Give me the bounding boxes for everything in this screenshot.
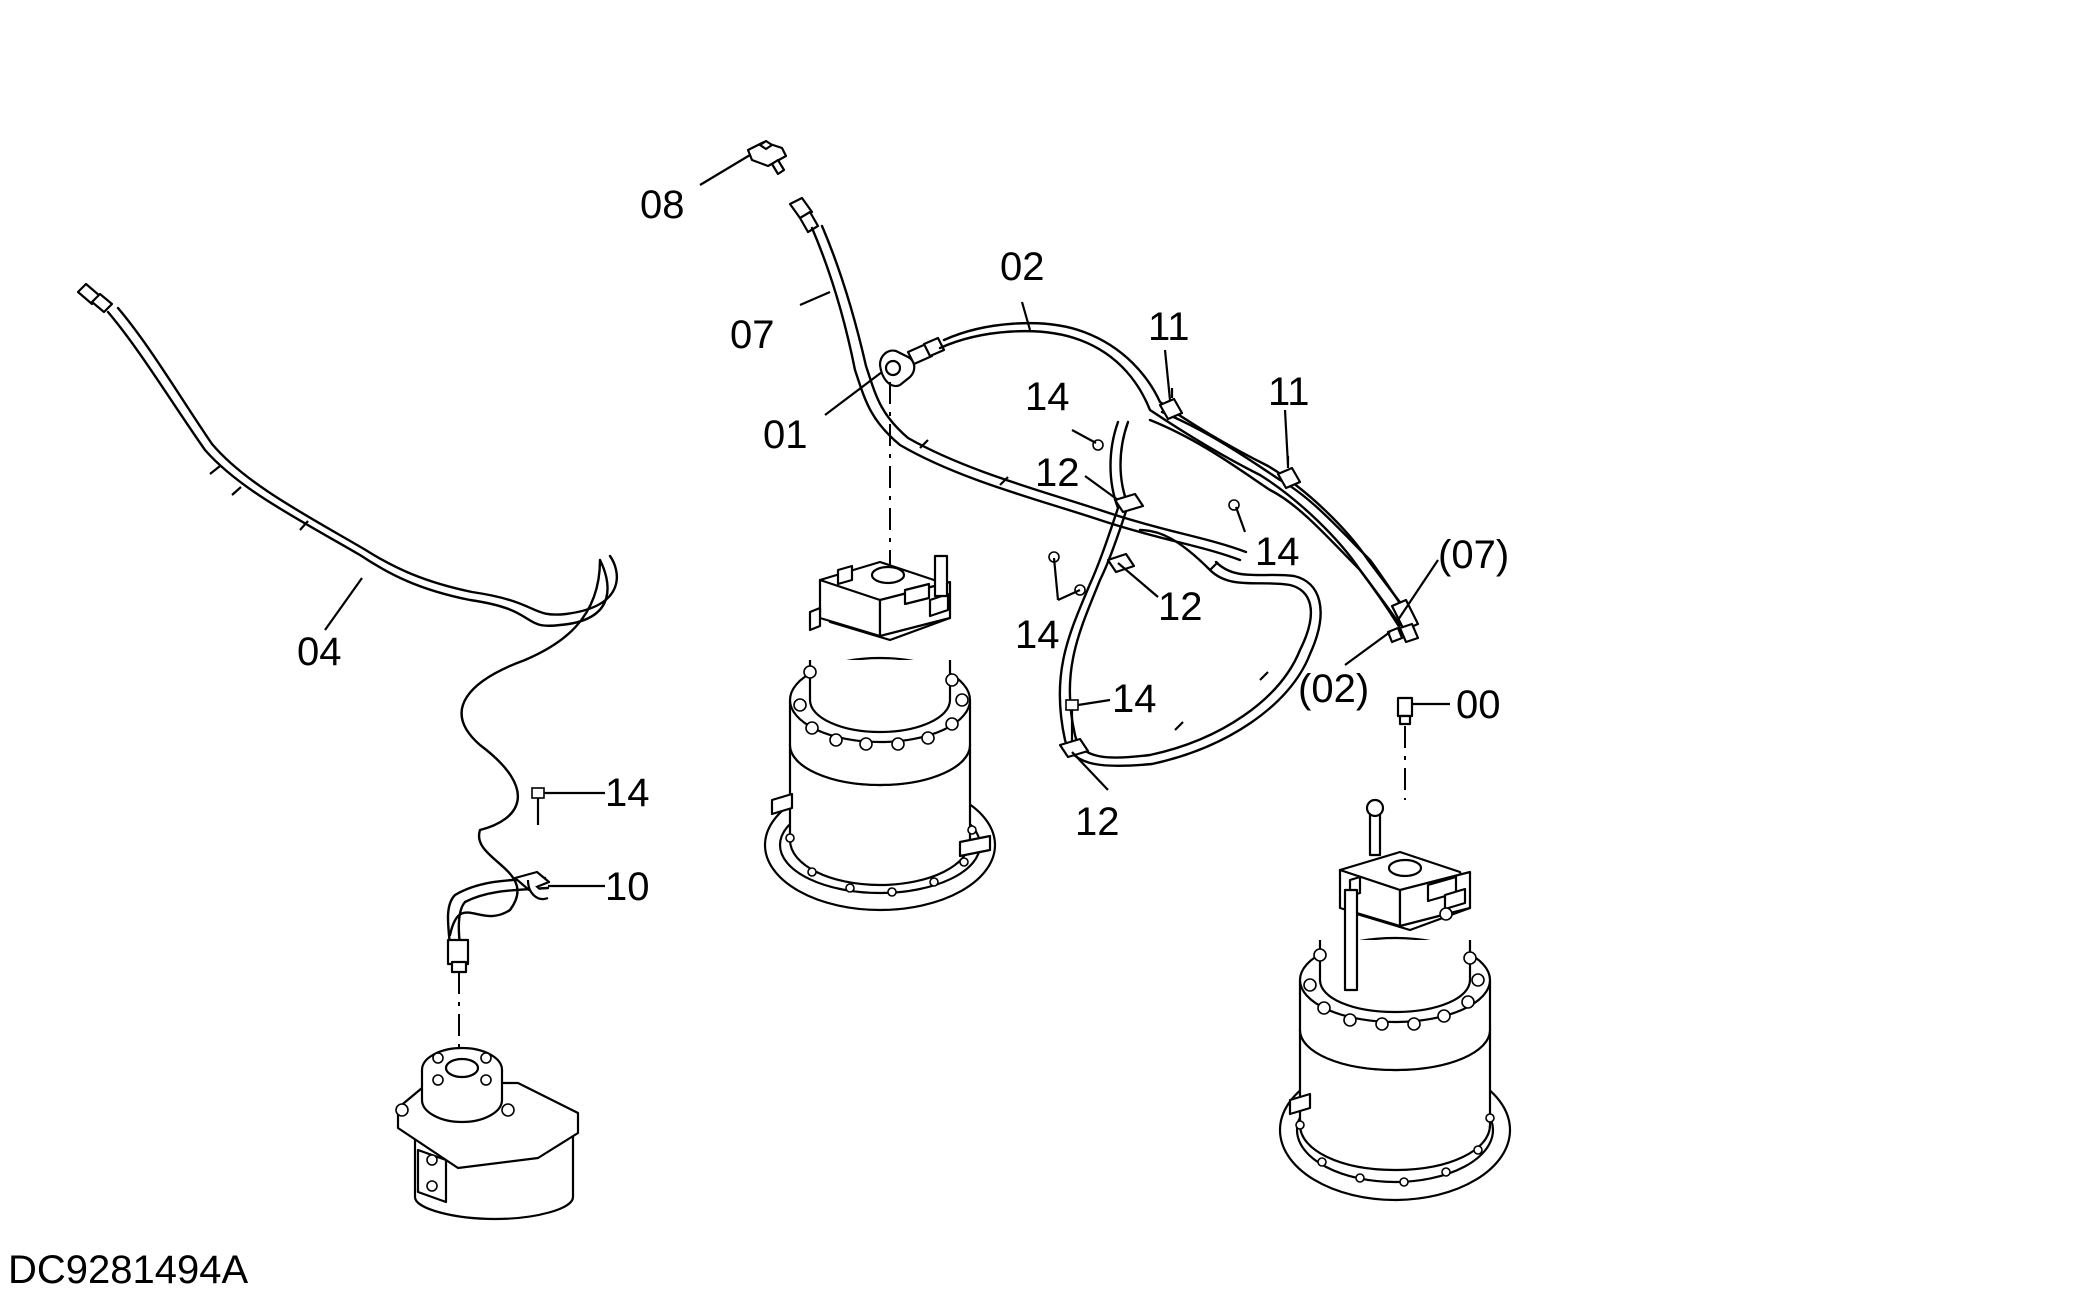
clamp-12-c: [1058, 737, 1090, 759]
label-07-ref: (07): [1438, 533, 1509, 577]
label-00: 00: [1456, 683, 1501, 727]
hose-end-fittings-right: [1386, 598, 1420, 726]
bolt-14-left: [531, 787, 545, 825]
hose-04-lower-fitting: [446, 938, 470, 974]
label-12-a: 12: [1035, 451, 1080, 495]
label-12-b: 12: [1158, 585, 1203, 629]
label-14-b: 14: [1255, 530, 1300, 574]
label-08: 08: [640, 183, 685, 227]
swing-motor-right: [1278, 798, 1512, 1202]
fitting-01: [878, 336, 946, 388]
label-14-e: 14: [605, 771, 650, 815]
swing-motor-center: [763, 554, 997, 912]
swivel-joint: [395, 1046, 580, 1221]
clamp-12-a: [1113, 492, 1145, 514]
part-labels: 08 07 02 01 11 11 14 12 14 14 12 (07) (0…: [8, 183, 1509, 1292]
hose-04-end-fitting: [76, 282, 114, 314]
label-11-a: 11: [1148, 305, 1190, 349]
label-07: 07: [730, 313, 775, 357]
label-04: 04: [297, 630, 342, 674]
label-10: 10: [605, 865, 650, 909]
hose-04-assembly: [76, 282, 619, 1060]
clamp-11-a: [1158, 388, 1184, 421]
drawing-code: DC9281494A: [8, 1248, 248, 1292]
label-14-c: 14: [1015, 613, 1060, 657]
label-14-d: 14: [1112, 677, 1157, 721]
fitting-08: [746, 139, 788, 176]
label-02: 02: [1000, 245, 1045, 289]
label-12-c: 12: [1075, 800, 1120, 844]
label-01: 01: [763, 413, 808, 457]
clamp-12-b: [1106, 552, 1136, 574]
hose-02-assembly: [878, 321, 1420, 800]
label-14-a: 14: [1025, 375, 1070, 419]
hose-07-assembly: [746, 139, 1248, 562]
clamp-11-b: [1276, 456, 1302, 490]
label-11-b: 11: [1268, 370, 1310, 414]
leader-lines: [324, 154, 1450, 888]
label-02-ref: (02): [1298, 667, 1369, 711]
clamp-10: [513, 870, 551, 901]
